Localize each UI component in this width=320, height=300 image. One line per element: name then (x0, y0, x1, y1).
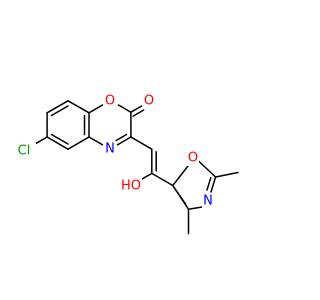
bond (187, 206, 203, 210)
bond (88, 136, 104, 146)
bond (130, 105, 143, 113)
bond (206, 176, 212, 191)
chlorine-label: Cl (18, 144, 31, 159)
bond (132, 109, 145, 117)
bond (67, 100, 90, 114)
bond (130, 136, 153, 150)
bond (46, 100, 69, 114)
hydroxyl-label: HO (121, 179, 141, 194)
oxazole-oxygen-label: O (188, 151, 198, 166)
bond (88, 104, 104, 114)
ring-nitrogen-label: N (105, 142, 115, 157)
bond (50, 133, 69, 145)
bond (116, 136, 132, 146)
bond (67, 136, 90, 150)
carbonyl-oxygen-label: O (144, 94, 154, 109)
bond (151, 172, 174, 187)
molecule-structure-diagram: Cl O O N HO O N (13, 93, 239, 235)
oxazole-nitrogen-label: N (203, 194, 213, 209)
bond (115, 133, 128, 142)
bond (172, 165, 189, 187)
bond (214, 171, 239, 178)
bond (117, 104, 132, 113)
bond (140, 172, 153, 181)
bond (46, 136, 69, 150)
bond (197, 160, 217, 178)
bonds (33, 100, 239, 235)
bond (210, 176, 217, 193)
bond (173, 186, 187, 205)
bond (50, 105, 69, 117)
ring-oxygen-label: O (105, 94, 115, 109)
bond (33, 136, 48, 146)
atom-labels: Cl O O N HO O N (13, 94, 214, 209)
